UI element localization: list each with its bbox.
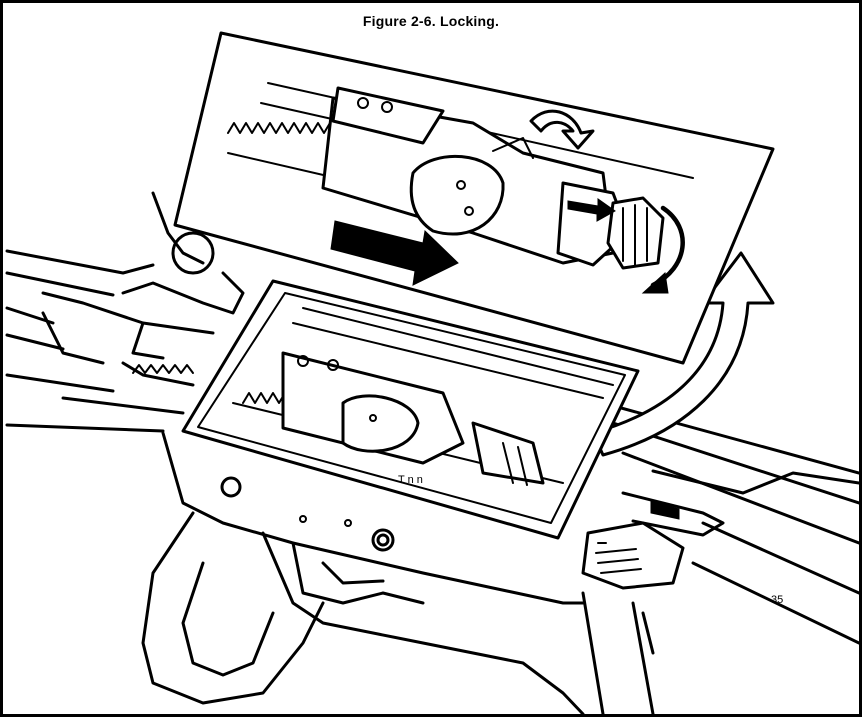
corner-mark: 35: [771, 594, 783, 606]
receiver-mark: T n n: [398, 474, 423, 486]
locking-illustration: 35 T n n: [3, 3, 859, 714]
